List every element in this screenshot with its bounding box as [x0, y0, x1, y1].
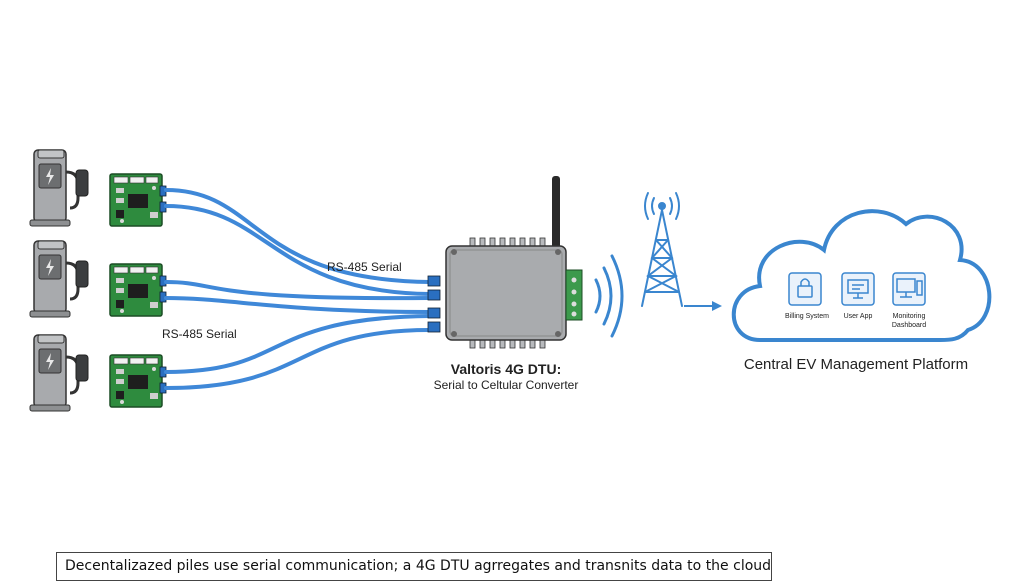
monitor-icon	[847, 279, 869, 299]
wireless-waves-icon	[594, 254, 624, 338]
monitoring-dashboard: Monitoring Dashboard	[892, 272, 926, 329]
charger-1	[28, 148, 90, 228]
lock-icon	[797, 278, 813, 298]
rs485-cables	[164, 188, 432, 390]
dtu-device	[445, 176, 583, 349]
cloud-title: Central EV Management Platform	[744, 356, 968, 373]
dashboard-label: Dashboard	[892, 322, 926, 329]
controller-board-2	[109, 263, 167, 317]
user-app: User App	[841, 272, 875, 320]
monitoring-label: Monitoring	[893, 313, 926, 320]
billing-system-label: Billing System	[785, 313, 829, 320]
cable-label-middle: RS-485 Serial	[162, 327, 237, 341]
dtu-subtitle: Serial to Celtular Converter	[434, 378, 579, 392]
controller-board-1	[109, 173, 167, 227]
charger-3	[28, 333, 90, 413]
cell-tower-icon	[641, 192, 683, 307]
computer-icon	[896, 278, 923, 298]
billing-system: Billing System	[785, 272, 829, 320]
cable-label-top: RS-485 Serial	[327, 260, 402, 274]
cable-connectors	[427, 275, 441, 333]
user-app-label: User App	[844, 313, 873, 320]
charger-2	[28, 239, 90, 319]
controller-board-3	[109, 354, 167, 408]
dtu-title: Valtoris 4G DTU:	[451, 361, 561, 377]
uplink-arrow	[684, 301, 722, 311]
caption: Decentalizazed piles use serial communic…	[56, 552, 772, 581]
